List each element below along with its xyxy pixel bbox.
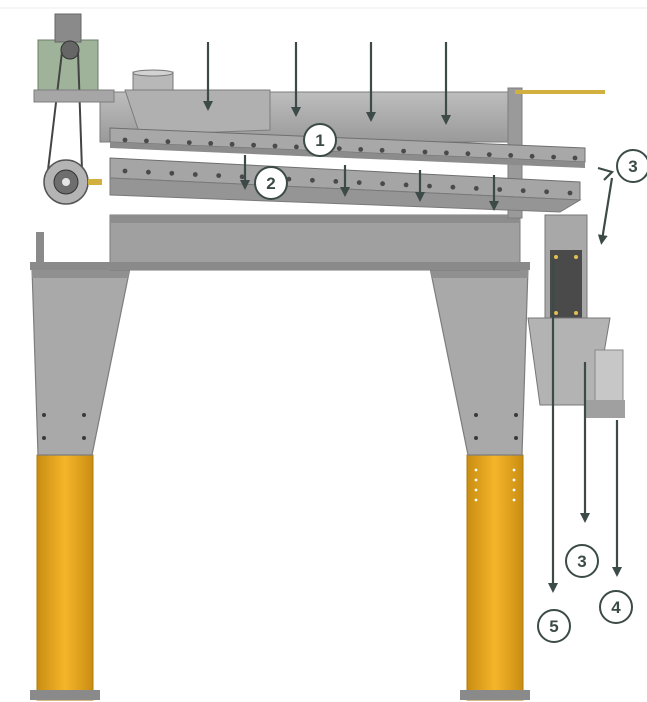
bolt — [508, 153, 514, 158]
right-yellow-leg — [460, 454, 530, 701]
bolt — [473, 186, 479, 191]
outlet-chutes — [527, 214, 625, 418]
right-leg-housing — [429, 267, 529, 456]
bolt — [310, 177, 315, 183]
outlet-arrow-right — [597, 177, 614, 245]
bolt — [401, 148, 406, 154]
bolt — [144, 138, 149, 144]
bolt — [216, 173, 222, 179]
bolt — [529, 153, 535, 159]
callout-outlet-bottom: 3 — [565, 544, 599, 578]
left-yellow-leg — [30, 454, 100, 701]
callout-outlet-fines: 5 — [537, 609, 571, 643]
callout-label: 2 — [266, 174, 275, 193]
bolt — [146, 169, 151, 175]
bolt — [192, 172, 198, 177]
left-leg-housing — [31, 267, 131, 456]
bolt — [551, 154, 556, 160]
callout-outlet-right: 3 — [616, 149, 647, 183]
outlet-bracket — [597, 166, 615, 181]
motor-pulley-icon — [43, 159, 102, 205]
bolt — [450, 184, 456, 190]
bolt — [427, 183, 432, 189]
callout-label: 4 — [611, 598, 621, 617]
bolt — [333, 179, 339, 184]
callout-label: 3 — [628, 157, 637, 176]
bolt — [379, 147, 385, 153]
bolt — [122, 137, 128, 143]
bolt — [520, 188, 526, 194]
bolt — [169, 170, 175, 176]
callout-label: 1 — [315, 131, 324, 150]
bolt — [486, 152, 492, 158]
bolt — [336, 146, 342, 152]
bolt — [229, 141, 235, 147]
feed-hopper — [124, 69, 271, 136]
callout-upper-sieve: 1 — [303, 123, 337, 157]
bolt — [572, 155, 578, 161]
flow-arrow-icon — [203, 42, 622, 593]
bolt — [251, 142, 256, 148]
bolt — [186, 140, 192, 146]
bolt — [239, 174, 245, 180]
bolt — [356, 180, 362, 186]
bolt — [358, 147, 364, 152]
bolt — [208, 141, 214, 146]
bolt — [444, 150, 449, 156]
bolt — [403, 182, 409, 188]
bolt — [567, 190, 573, 196]
bolt — [465, 151, 471, 157]
motor-unit — [33, 13, 115, 171]
bolt — [165, 139, 171, 145]
bolt — [497, 187, 503, 192]
bolt — [122, 168, 128, 174]
base-frame — [30, 214, 530, 271]
bolt — [380, 181, 385, 187]
callout-label: 5 — [549, 617, 558, 636]
callout-outlet-chute: 4 — [599, 590, 633, 624]
callout-label: 3 — [577, 552, 586, 571]
bolt — [544, 189, 549, 195]
bolt — [272, 143, 278, 149]
bolt — [422, 149, 428, 155]
bolt — [294, 144, 299, 150]
callout-lower-sieve: 2 — [254, 166, 288, 200]
